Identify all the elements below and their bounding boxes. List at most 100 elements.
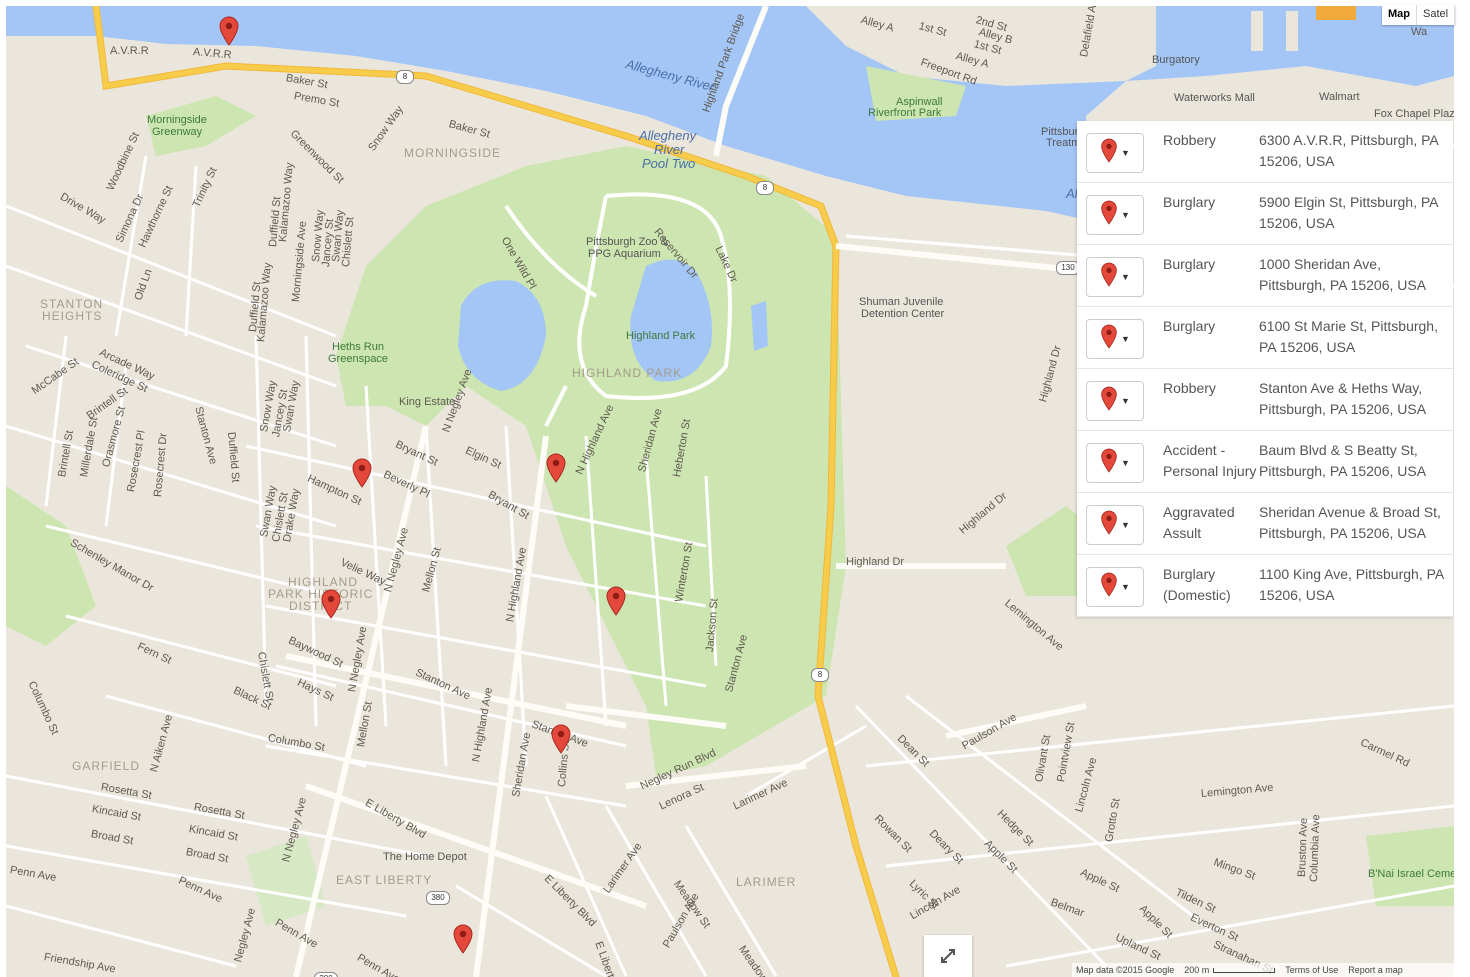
- map-marker-icon[interactable]: [550, 724, 572, 754]
- fullscreen-button[interactable]: [924, 935, 972, 977]
- incidents-panel: ▼ Robbery 6300 A.V.R.R, Pittsburgh, PA 152…: [1077, 121, 1453, 617]
- incident-marker-dropdown[interactable]: ▼: [1086, 133, 1144, 173]
- scale-label: 200 m: [1184, 965, 1210, 975]
- map-label: HIGHLAND PARK: [572, 366, 683, 380]
- incident-marker-dropdown[interactable]: ▼: [1086, 319, 1144, 359]
- caret-down-icon: ▼: [1121, 519, 1130, 530]
- incident-type: Burglary: [1163, 318, 1216, 334]
- incident-marker-dropdown[interactable]: ▼: [1086, 505, 1144, 545]
- map-label: A.V.R.R: [110, 45, 149, 57]
- map-label: Wa: [1411, 26, 1428, 38]
- incident-row: ▼ Aggravated Assult Sheridan Avenue & Broa…: [1077, 493, 1453, 555]
- caret-down-icon: ▼: [1121, 333, 1130, 344]
- incident-address: Stanton Ave & Heths Way, Pittsburgh, PA …: [1259, 380, 1427, 417]
- terms-link[interactable]: Terms of Use: [1285, 965, 1339, 975]
- incident-type: Robbery: [1163, 132, 1216, 148]
- map-label: HEIGHTS: [42, 309, 103, 323]
- map-label: Detention Center: [861, 308, 945, 320]
- map-label: Treatm: [1046, 137, 1081, 149]
- map-label: Highland Park: [626, 330, 696, 342]
- incident-row: ▼ Burglary 5900 Elgin St, Pittsburgh, PA 1…: [1077, 183, 1453, 245]
- incident-address: 5900 Elgin St, Pittsburgh, PA 15206, USA: [1259, 194, 1438, 231]
- incident-type: Aggravated Assult: [1163, 504, 1235, 541]
- map-label: Morningside: [147, 114, 207, 126]
- incident-type: Robbery: [1163, 380, 1216, 396]
- caret-down-icon: ▼: [1121, 457, 1130, 468]
- map-marker-icon: [1100, 262, 1118, 293]
- map-label: All: [1066, 186, 1081, 201]
- map-type-control[interactable]: Map Satel: [1382, 5, 1456, 25]
- incident-address: Sheridan Avenue & Broad St, Pittsburgh, …: [1259, 504, 1441, 541]
- map-marker-icon: [1100, 448, 1118, 479]
- incident-address: 6100 St Marie St, Pittsburgh, PA 15206, …: [1259, 318, 1438, 355]
- highway-shield: 8: [756, 181, 774, 195]
- map-marker-icon[interactable]: [605, 586, 627, 616]
- incident-address: 1000 Sheridan Ave, Pittsburgh, PA 15206,…: [1259, 256, 1427, 293]
- incident-marker-dropdown[interactable]: ▼: [1086, 195, 1144, 235]
- report-link[interactable]: Report a map: [1348, 965, 1403, 975]
- map-label: Aspinwall: [896, 96, 943, 108]
- map-label: GARFIELD: [72, 759, 141, 773]
- incident-marker-dropdown[interactable]: ▼: [1086, 567, 1144, 607]
- map-label: Waterworks Mall: [1174, 92, 1255, 104]
- map-label: PARK HISTORIC: [268, 587, 374, 601]
- incident-type: Burglary: [1163, 194, 1216, 210]
- map-type-map-button[interactable]: Map: [1382, 5, 1417, 25]
- caret-down-icon: ▼: [1121, 581, 1130, 592]
- incident-address: 6300 A.V.R.R, Pittsburgh, PA 15206, USA: [1259, 132, 1438, 169]
- highland-park-reservoir: [630, 259, 712, 382]
- map-label: Riverfront Park: [868, 107, 942, 119]
- map-marker-icon: [1100, 510, 1118, 541]
- map-label: Walmart: [1319, 91, 1360, 103]
- map-label: Fox Chapel Plaz: [1374, 108, 1454, 120]
- caret-down-icon: ▼: [1121, 271, 1130, 282]
- map-label: Pittsbur: [1041, 126, 1079, 138]
- caret-down-icon: ▼: [1121, 147, 1130, 158]
- map-label: Greenspace: [328, 353, 388, 365]
- incident-marker-dropdown[interactable]: ▼: [1086, 257, 1144, 297]
- caret-down-icon: ▼: [1121, 395, 1130, 406]
- incident-row: ▼ Robbery Stanton Ave & Heths Way, Pittsbu…: [1077, 369, 1453, 431]
- map-marker-icon: [1100, 138, 1118, 169]
- map-type-satellite-button[interactable]: Satel: [1417, 5, 1456, 25]
- map-label: Pool Two: [642, 156, 696, 171]
- highway-shield: 8: [811, 668, 829, 682]
- map-marker-icon: [1100, 386, 1118, 417]
- incident-address: Baum Blvd & S Beatty St, Pittsburgh, PA …: [1259, 442, 1427, 479]
- incident-row: ▼ Burglary (Domestic) 1100 King Ave, Pitts…: [1077, 555, 1453, 617]
- map-marker-icon[interactable]: [320, 589, 342, 619]
- incident-type: Burglary: [1163, 256, 1216, 272]
- map-label: Shuman Juvenile: [859, 296, 944, 308]
- map-label: Heths Run: [332, 341, 384, 353]
- incident-row: ▼ Burglary 6100 St Marie St, Pittsburgh, P…: [1077, 307, 1453, 369]
- map-label: Greenway: [152, 126, 203, 138]
- map-label: King Estate: [399, 396, 456, 408]
- expand-icon: [941, 949, 955, 963]
- incident-type: Accident - Personal Injury: [1163, 442, 1257, 479]
- highway-shield: 380: [314, 972, 338, 977]
- map-label: EAST LIBERTY: [336, 873, 433, 887]
- map-marker-icon[interactable]: [545, 453, 567, 483]
- lake-west: [458, 280, 546, 391]
- map-label: Columbia Ave: [1308, 814, 1323, 883]
- caret-down-icon: ▼: [1121, 209, 1130, 220]
- incident-marker-dropdown[interactable]: ▼: [1086, 381, 1144, 421]
- map-marker-icon[interactable]: [218, 16, 240, 46]
- map-marker-icon[interactable]: [452, 924, 474, 954]
- incident-address: 1100 King Ave, Pittsburgh, PA 15206, USA: [1259, 566, 1444, 603]
- map-label: MORNINGSIDE: [404, 146, 502, 160]
- highway-shield: 380: [426, 891, 450, 905]
- map-attribution: Map data ©2015 Google: [1076, 965, 1175, 975]
- incident-marker-dropdown[interactable]: ▼: [1086, 443, 1144, 483]
- map-marker-icon: [1100, 200, 1118, 231]
- scale-bar: [1213, 967, 1276, 973]
- incident-type: Burglary (Domestic): [1163, 566, 1231, 603]
- map-label: The Home Depot: [383, 851, 467, 863]
- map-label: STANTON: [40, 297, 104, 311]
- incident-row: ▼ Burglary 1000 Sheridan Ave, Pittsburgh, …: [1077, 245, 1453, 307]
- map-label: Highland Dr: [846, 556, 905, 568]
- incident-row: ▼ Robbery 6300 A.V.R.R, Pittsburgh, PA 152…: [1077, 121, 1453, 183]
- map-marker-icon[interactable]: [351, 458, 373, 488]
- riverfront-park: [866, 66, 966, 121]
